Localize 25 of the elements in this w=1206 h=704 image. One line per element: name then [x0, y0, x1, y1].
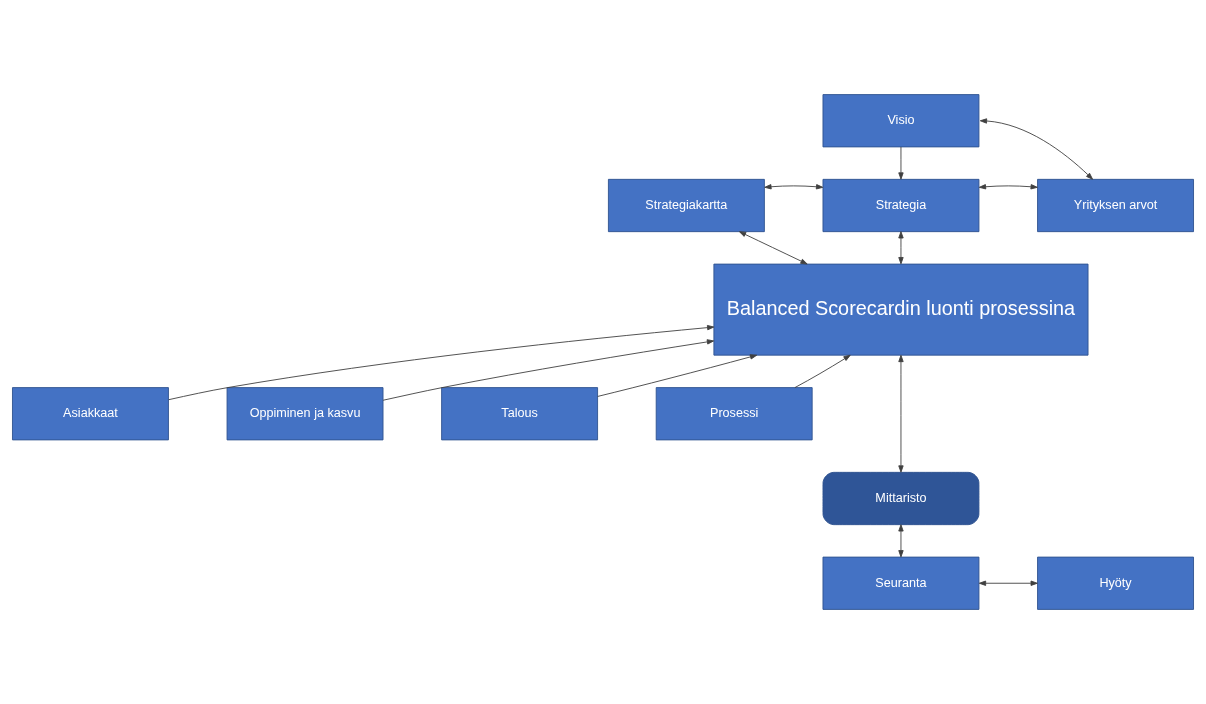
- arrow: [794, 354, 851, 389]
- node-box: Yrityksen arvot: [1037, 178, 1194, 233]
- node-box: Oppiminen ja kasvu: [226, 387, 384, 441]
- arrow: [764, 184, 824, 190]
- node-box: Strategia: [822, 178, 980, 233]
- arrow: [898, 524, 904, 558]
- node-box: Balanced Scorecardin luonti prosessina: [713, 263, 1089, 356]
- arrow: [978, 580, 1038, 586]
- node-box: Strategiakartta: [607, 178, 765, 233]
- node-box: Asiakkaat: [12, 387, 169, 441]
- node-box: Prosessi: [655, 387, 813, 441]
- arrow: [979, 118, 1093, 180]
- arrow: [738, 231, 808, 265]
- node-box: Hyöty: [1037, 556, 1194, 610]
- arrow: [978, 184, 1038, 190]
- arrow: [898, 231, 904, 265]
- arrow: [382, 339, 715, 401]
- arrow: [597, 354, 758, 397]
- arrow: [898, 146, 904, 180]
- arrow: [168, 324, 715, 401]
- node-box: Talous: [441, 387, 599, 441]
- arrow: [898, 354, 904, 473]
- node-box: Seuranta: [822, 556, 980, 610]
- node-box: Mittaristo: [822, 471, 980, 526]
- node-box: Visio: [822, 94, 980, 148]
